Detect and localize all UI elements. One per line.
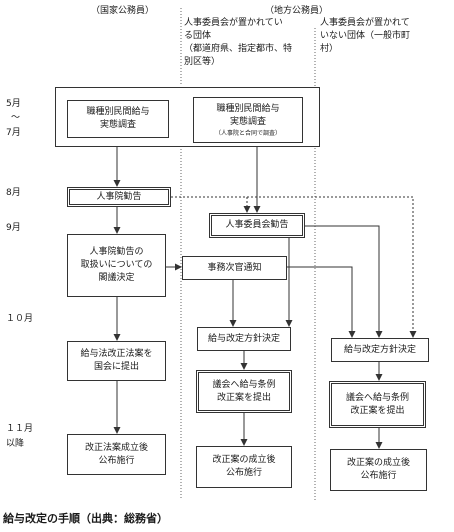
box-ordinance-with-committee: 議会へ給与条例 改正案を提出 — [196, 370, 292, 413]
period-july: 7月 — [6, 128, 21, 138]
box-line: 取扱いについての — [80, 260, 153, 270]
box-line: 公布施行 — [225, 468, 262, 478]
header-local-without-line: 人事委員会が置かれて — [320, 18, 410, 28]
header-local-with-line: （都道府県、指定都市、特 — [184, 44, 293, 54]
header-local-without-committee: 人事委員会が置かれて いない団体（一般市町 村） — [320, 17, 410, 56]
period-aug: 8月 — [6, 188, 21, 198]
box-line: 改正法案成立後 — [84, 442, 148, 453]
arrow-notice-to-right-policy — [287, 266, 356, 338]
period-tilde: ～ — [11, 113, 21, 123]
header-local-with-line: 別区等） — [184, 57, 221, 67]
box-line: 職種別民間給与 — [86, 107, 150, 117]
survey-joint-note: （人事院と合同で調査） — [214, 129, 281, 137]
header-local-with-line: る団体 — [184, 31, 212, 41]
box-bill-submission: 給与法改正法案を 国会に提出 — [67, 341, 166, 381]
header-local-without-line: 村） — [320, 44, 339, 54]
period-sep: 9月 — [6, 223, 21, 233]
box-policy-with-committee: 給与改定方針決定 — [197, 327, 291, 351]
arrow-nra-to-committee — [171, 196, 251, 213]
period-nov: １１月 — [6, 424, 34, 434]
box-line: 給与法改正法案を — [80, 349, 153, 359]
box-ordinance-enacted-with: 改正案の成立後 公布施行 — [196, 446, 292, 488]
box-line: 議会へ給与条例 — [345, 392, 409, 403]
box-text: 給与改定方針決定 — [207, 333, 280, 344]
arrow-nra-to-right-column — [171, 196, 417, 338]
box-vice-minister-notice: 事務次官通知 — [182, 256, 287, 280]
box-survey-local: 職種別民間給与 実態調査 （人事院と合同で調査） — [193, 97, 303, 143]
box-ordinance-without-committee: 議会へ給与条例 改正案を提出 — [329, 381, 426, 428]
box-line: 公布施行 — [360, 471, 397, 481]
box-cabinet-decision: 人事院勧告の 取扱いについての 閣議決定 — [67, 234, 166, 297]
box-survey-national: 職種別民間給与 実態調査 — [67, 100, 169, 138]
period-after: 以降 — [6, 439, 25, 449]
box-line: 閣議決定 — [98, 273, 135, 283]
box-line: 公布施行 — [98, 455, 135, 466]
box-line: 人事院勧告の — [89, 247, 144, 257]
arrow-committee-to-right-policy — [305, 225, 383, 338]
box-line: 実態調査 — [229, 116, 266, 127]
box-text: 事務次官通知 — [207, 262, 262, 273]
period-may: 5月 — [6, 99, 21, 109]
box-line: 改正案を提出 — [216, 392, 271, 403]
box-line: 改正案を提出 — [350, 405, 405, 416]
box-line: 実態調査 — [99, 120, 136, 130]
figure-caption: 給与改定の手順（出典：総務省） — [3, 512, 168, 525]
box-nra-recommendation: 人事院勧告 — [67, 187, 171, 207]
box-line: 国会に提出 — [93, 362, 139, 372]
box-text: 人事委員会勧告 — [225, 220, 289, 230]
header-local-with-line: 人事委員会が置かれてい — [184, 18, 283, 28]
box-policy-without-committee: 給与改定方針決定 — [331, 338, 429, 362]
box-committee-recommendation: 人事委員会勧告 — [209, 213, 305, 238]
box-text: 人事院勧告 — [96, 191, 142, 202]
box-ordinance-enacted-without: 改正案の成立後 公布施行 — [330, 449, 427, 491]
box-law-enacted: 改正法案成立後 公布施行 — [67, 434, 166, 475]
header-local: （地方公務員） — [265, 6, 329, 16]
header-local-without-line: いない団体（一般市町 — [320, 31, 411, 41]
box-line: 議会へ給与条例 — [212, 379, 276, 390]
header-local-with-committee: 人事委員会が置かれてい る団体 （都道府県、指定都市、特 別区等） — [184, 17, 292, 69]
header-national: （国家公務員） — [91, 6, 155, 16]
box-line: 改正案の成立後 — [212, 455, 276, 465]
box-line: 職種別民間給与 — [216, 103, 280, 114]
box-text: 給与改定方針決定 — [343, 344, 416, 355]
box-line: 改正案の成立後 — [346, 458, 410, 468]
period-oct: １０月 — [6, 314, 34, 324]
